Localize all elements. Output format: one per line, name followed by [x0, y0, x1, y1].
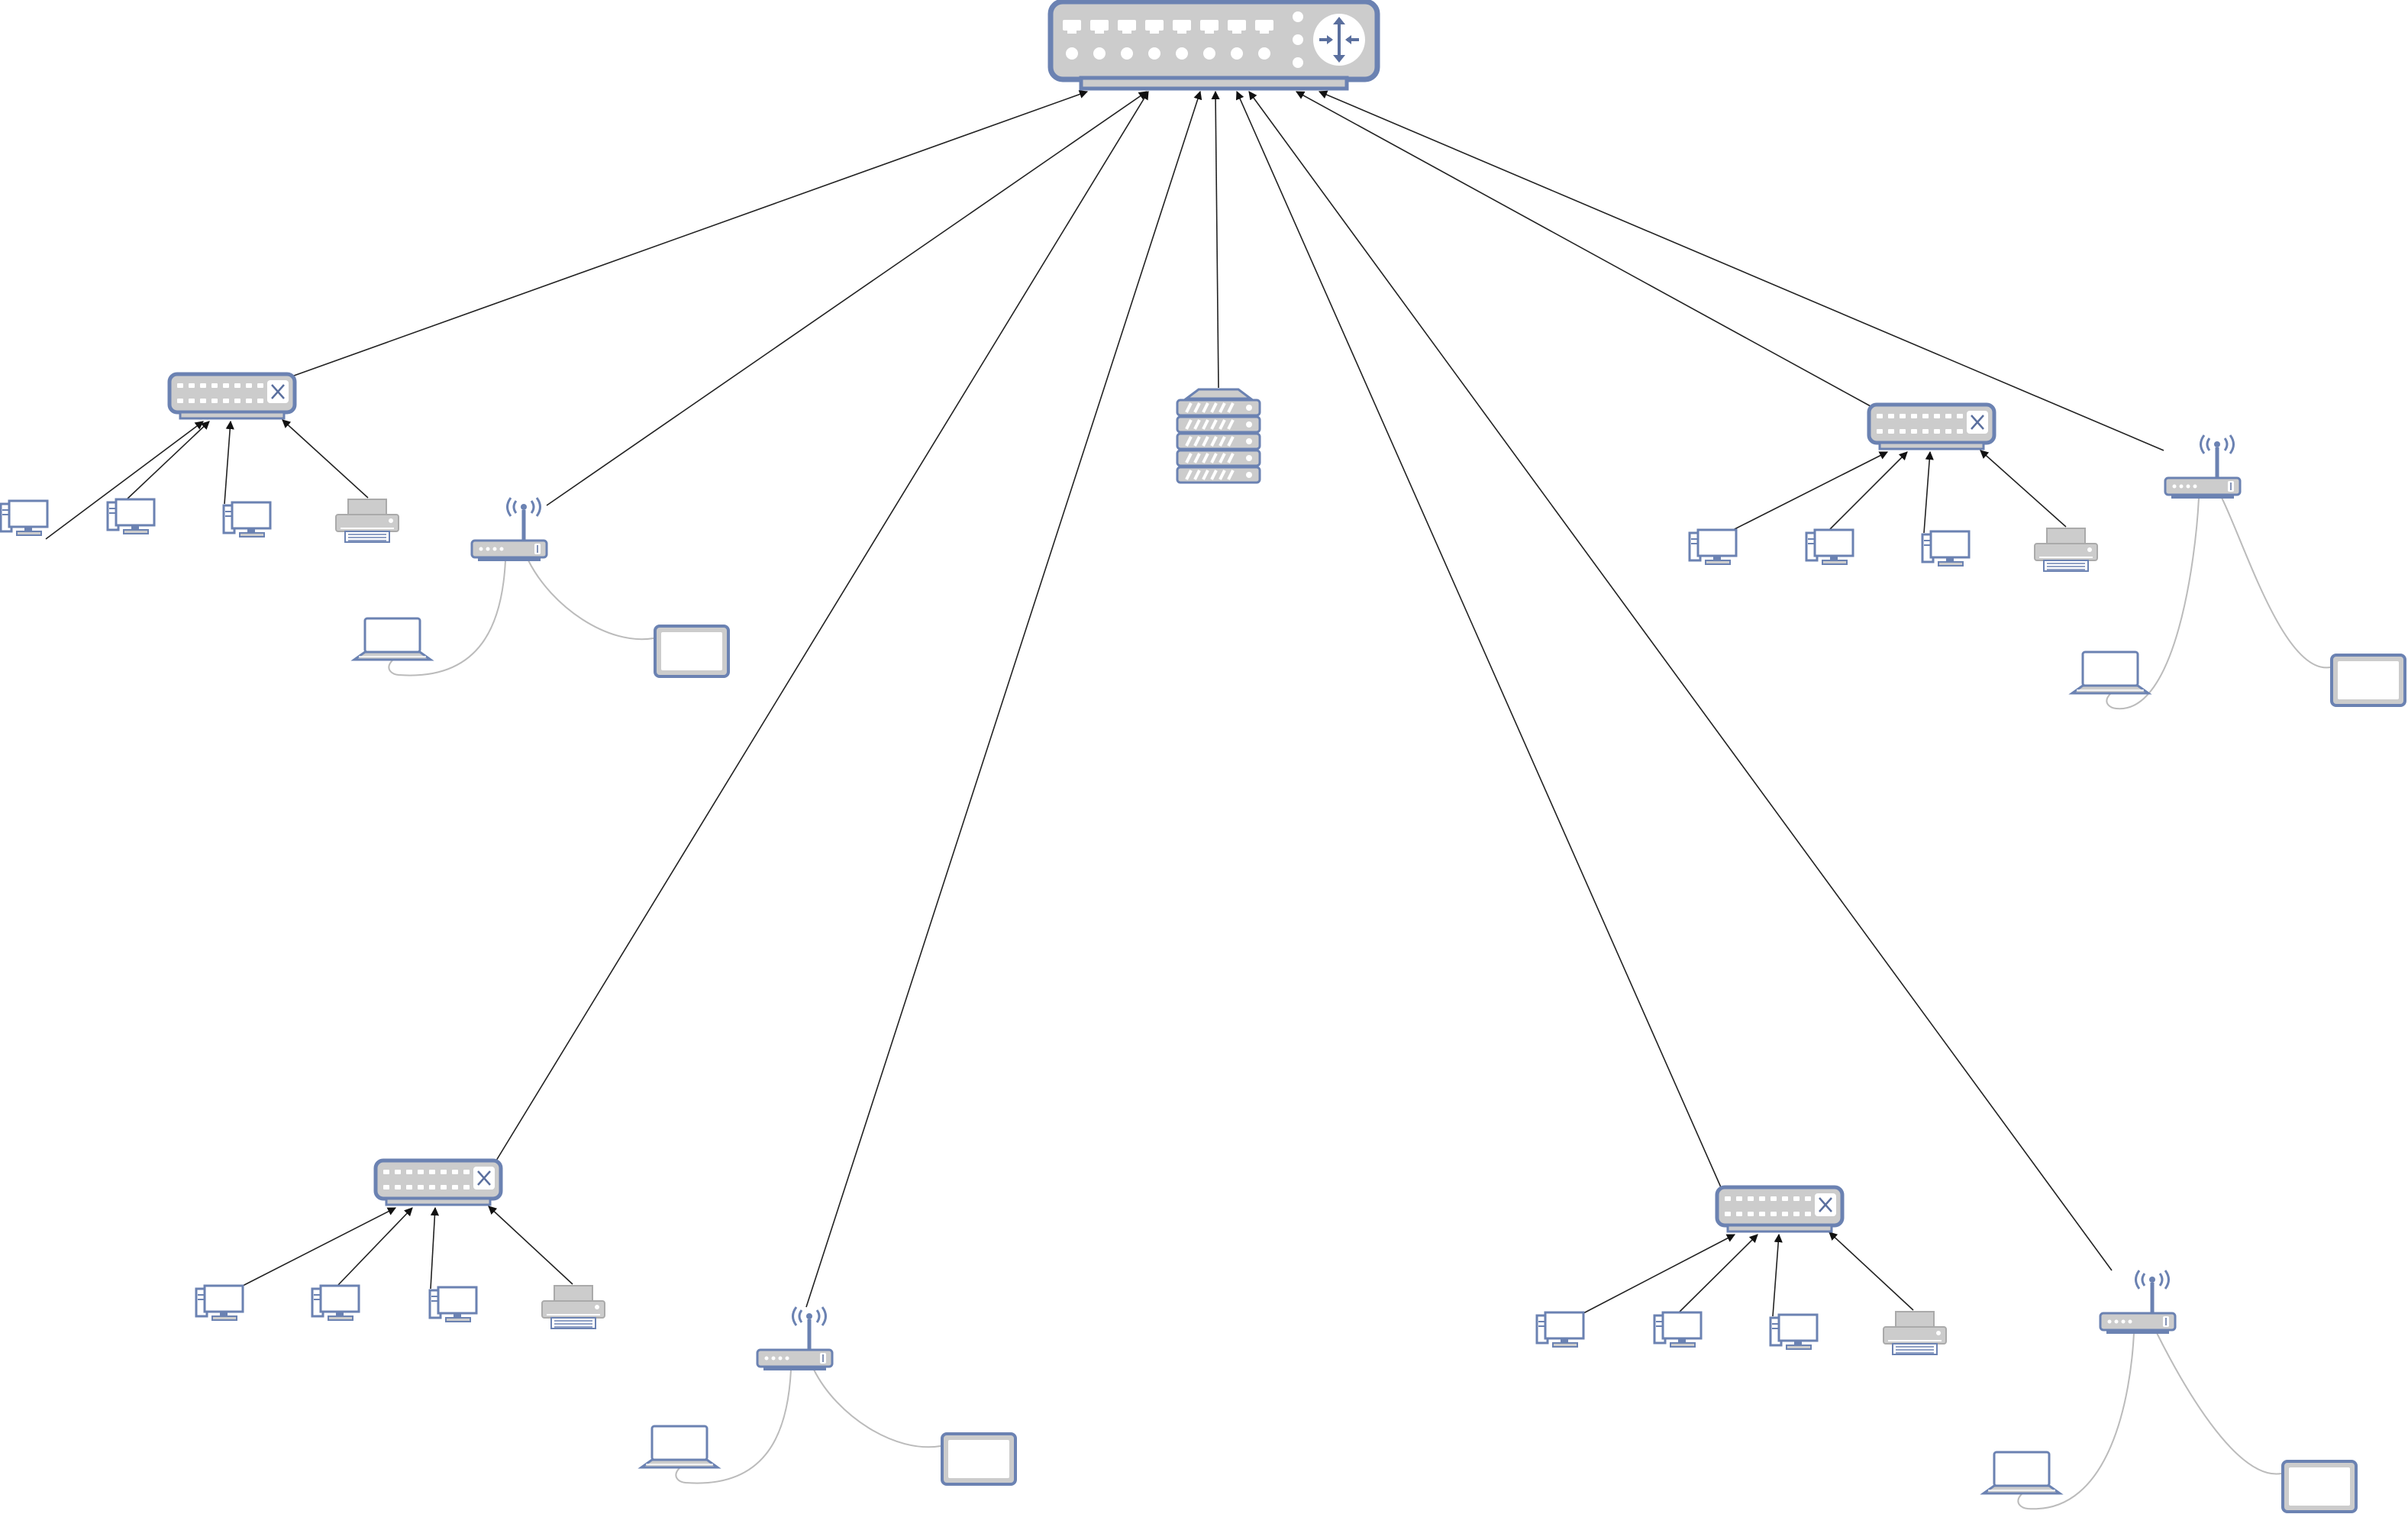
wifi-access-point-icon — [2164, 434, 2242, 499]
printer-icon — [1883, 1311, 1947, 1355]
wifi-access-point-icon — [756, 1306, 834, 1370]
desktop-pc-icon — [1769, 1313, 1819, 1350]
desktop-pc-icon — [428, 1286, 478, 1322]
link-switch-tl-to-core-router — [293, 90, 1089, 376]
link-pc-tl-3-to-switch-tl — [224, 420, 234, 505]
link-pc-tr-3-to-switch-tr — [1923, 450, 1934, 534]
link-pc-tr-1-to-switch-tr — [1732, 451, 1888, 531]
link-ap-br-to-core-router — [1248, 91, 2113, 1271]
wireless-link-ap-tr-to-tablet-tr — [2221, 497, 2331, 669]
switch-icon — [167, 372, 297, 420]
link-printer-bl-to-switch-bl — [488, 1206, 573, 1285]
desktop-pc-icon — [0, 499, 49, 536]
desktop-pc-icon — [222, 501, 272, 537]
link-pc-tl-1-to-switch-tl — [45, 421, 204, 540]
link-switch-bl-to-core-router — [495, 91, 1149, 1161]
wireless-link-ap-bl-to-laptop-bl — [675, 1369, 792, 1484]
link-pc-br-1-to-switch-br — [1583, 1234, 1735, 1314]
wireless-link-ap-tr-to-laptop-tr — [2106, 497, 2200, 710]
links-layer — [45, 90, 2331, 1510]
tablet-icon — [941, 1432, 1017, 1486]
switch-icon — [1867, 402, 1996, 450]
tablet-icon — [2281, 1460, 2358, 1513]
switch-icon — [373, 1158, 503, 1206]
link-ap-tl-to-core-router — [546, 91, 1148, 506]
desktop-pc-icon — [1535, 1311, 1585, 1348]
wireless-link-ap-tl-to-tablet-tl — [528, 560, 654, 641]
desktop-pc-icon — [195, 1284, 244, 1321]
tablet-icon — [2330, 654, 2406, 707]
router-icon — [1047, 0, 1380, 91]
link-pc-br-2-to-switch-br — [1677, 1234, 1758, 1314]
wifi-access-point-icon — [470, 497, 548, 561]
wireless-link-ap-bl-to-tablet-bl — [813, 1369, 941, 1448]
laptop-icon — [350, 617, 434, 661]
wireless-link-ap-tl-to-laptop-tl — [388, 560, 506, 676]
link-switch-br-to-core-router — [1235, 90, 1722, 1188]
laptop-icon — [2068, 650, 2152, 695]
printer-icon — [2034, 528, 2098, 572]
link-printer-tr-to-switch-tr — [1980, 450, 2067, 528]
wireless-link-ap-br-to-tablet-br — [2156, 1332, 2282, 1475]
link-ap-tr-to-core-router — [1318, 90, 2164, 451]
printer-icon — [335, 499, 399, 543]
laptop-icon — [638, 1425, 721, 1469]
desktop-pc-icon — [311, 1284, 360, 1321]
link-ap-bl-to-core-router — [805, 90, 1202, 1308]
laptop-icon — [1980, 1451, 2064, 1495]
link-pc-tl-2-to-switch-tl — [126, 421, 210, 500]
link-switch-tr-to-core-router — [1296, 91, 1871, 407]
switch-icon — [1715, 1185, 1845, 1233]
desktop-pc-icon — [1653, 1311, 1703, 1348]
link-pc-bl-1-to-switch-bl — [242, 1207, 396, 1286]
wireless-link-ap-br-to-laptop-br — [2017, 1332, 2135, 1510]
link-pc-bl-3-to-switch-bl — [430, 1206, 440, 1290]
server-rack-icon — [1176, 388, 1261, 484]
link-pc-tr-2-to-switch-tr — [1829, 451, 1908, 531]
desktop-pc-icon — [1921, 530, 1971, 567]
desktop-pc-icon — [106, 498, 156, 534]
link-server-to-core-router — [1211, 90, 1220, 389]
desktop-pc-icon — [1688, 528, 1738, 565]
link-printer-tl-to-switch-tl — [282, 419, 369, 499]
desktop-pc-icon — [1805, 528, 1854, 565]
link-printer-br-to-switch-br — [1829, 1232, 1914, 1311]
link-pc-bl-2-to-switch-bl — [337, 1207, 413, 1286]
link-pc-br-3-to-switch-br — [1772, 1233, 1783, 1317]
wifi-access-point-icon — [2099, 1270, 2177, 1334]
tablet-icon — [654, 625, 730, 678]
printer-icon — [541, 1285, 605, 1329]
